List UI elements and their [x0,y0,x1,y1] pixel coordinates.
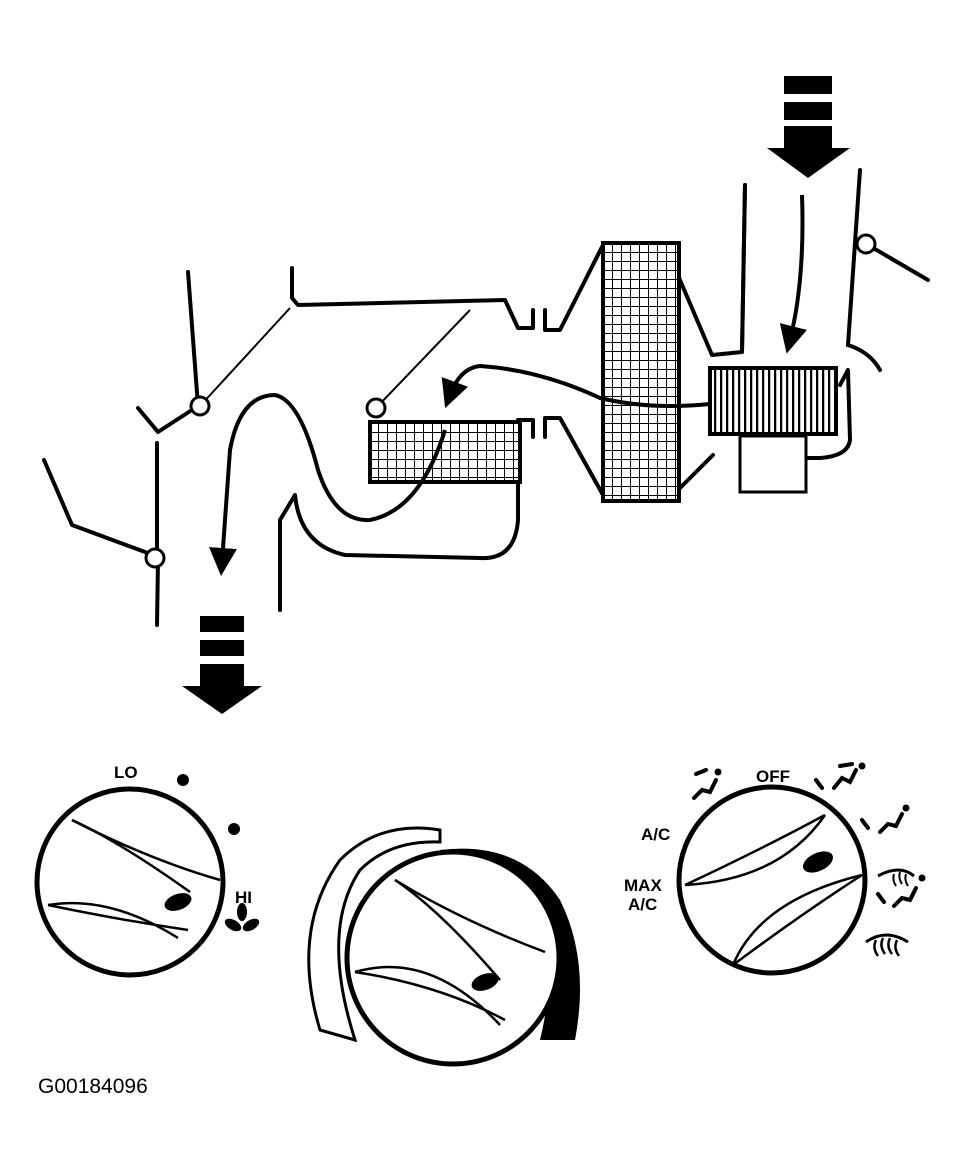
figure-code: G00184096 [38,1075,148,1098]
airflow-path [209,194,807,576]
fan-dial-grip [164,893,192,911]
mode-off-label: OFF [756,767,790,786]
pivot-mode-door [144,547,166,569]
mode-max-label: MAX [624,876,662,895]
fan-high-label: HI [235,888,252,907]
mode-dial[interactable] [676,784,868,976]
pivot-blend-door [189,395,211,417]
fan-speed-dot [177,774,189,786]
door-linkages [144,233,930,569]
fan-speed-dial[interactable] [34,786,226,978]
mode-max-ac-label: A/C [628,895,657,914]
temperature-scale-hot [440,848,580,1040]
inlet-air-arrow [767,76,850,178]
vent-icon [692,768,722,800]
temperature-dial-grip [471,973,499,991]
floor-icon [860,804,910,834]
duct-housing [42,168,882,627]
fan-icon [224,903,260,932]
temperature-dial[interactable] [307,826,580,1067]
temperature-scale-cold [307,826,442,1043]
blower-wheel [708,366,838,436]
evaporator-core [601,241,681,503]
fan-low-label: LO [114,763,138,782]
bi-level-icon [814,762,866,790]
outlet-air-arrow [182,616,262,714]
mode-dial-grip [803,851,833,873]
pivot-recirc-door [855,233,877,255]
defrost-icon [865,933,909,957]
floor-defrost-icon [876,868,926,908]
fan-speed-dot [228,823,240,835]
mode-ac-label: A/C [641,825,670,844]
pivot-heater-door [365,397,387,419]
blower-motor [738,434,808,494]
